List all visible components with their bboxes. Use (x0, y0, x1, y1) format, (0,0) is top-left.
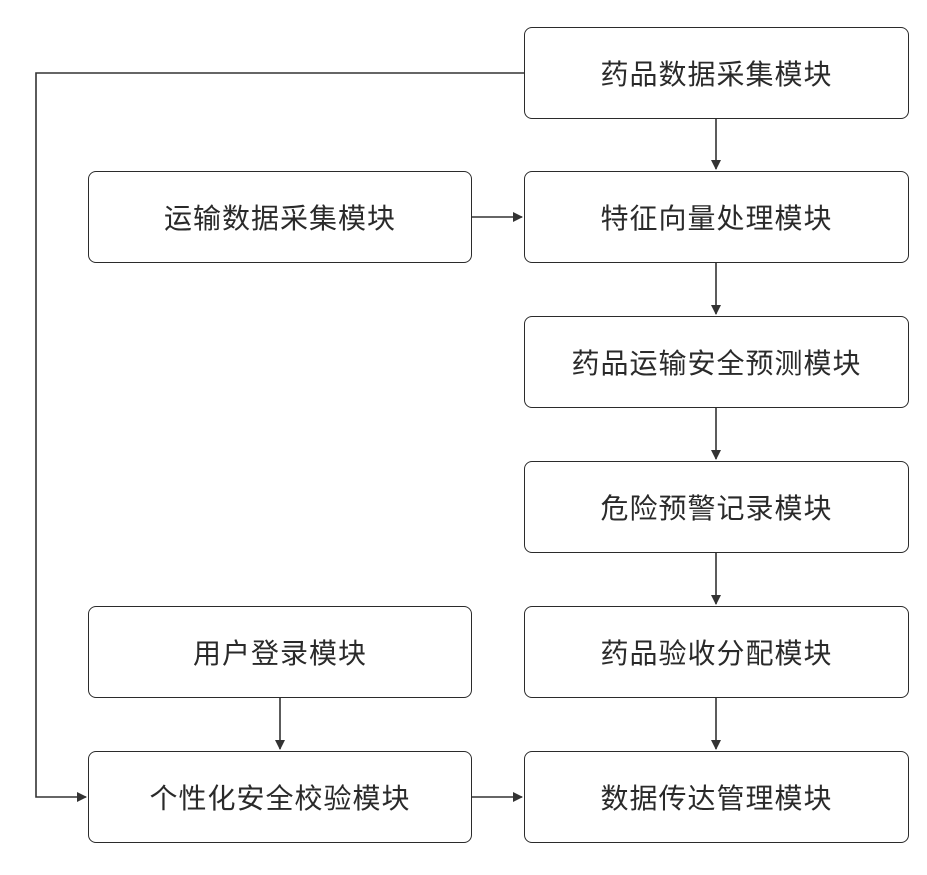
node-drug-data-collection: 药品数据采集模块 (524, 27, 909, 119)
node-user-login: 用户登录模块 (88, 606, 472, 698)
node-feature-vector-processing: 特征向量处理模块 (524, 171, 909, 263)
node-danger-warning-record: 危险预警记录模块 (524, 461, 909, 553)
node-personalized-safety-verification: 个性化安全校验模块 (88, 751, 472, 843)
node-transport-data-collection: 运输数据采集模块 (88, 171, 472, 263)
node-transport-safety-prediction: 药品运输安全预测模块 (524, 316, 909, 408)
node-data-transmission-management: 数据传达管理模块 (524, 751, 909, 843)
node-drug-acceptance-distribution: 药品验收分配模块 (524, 606, 909, 698)
